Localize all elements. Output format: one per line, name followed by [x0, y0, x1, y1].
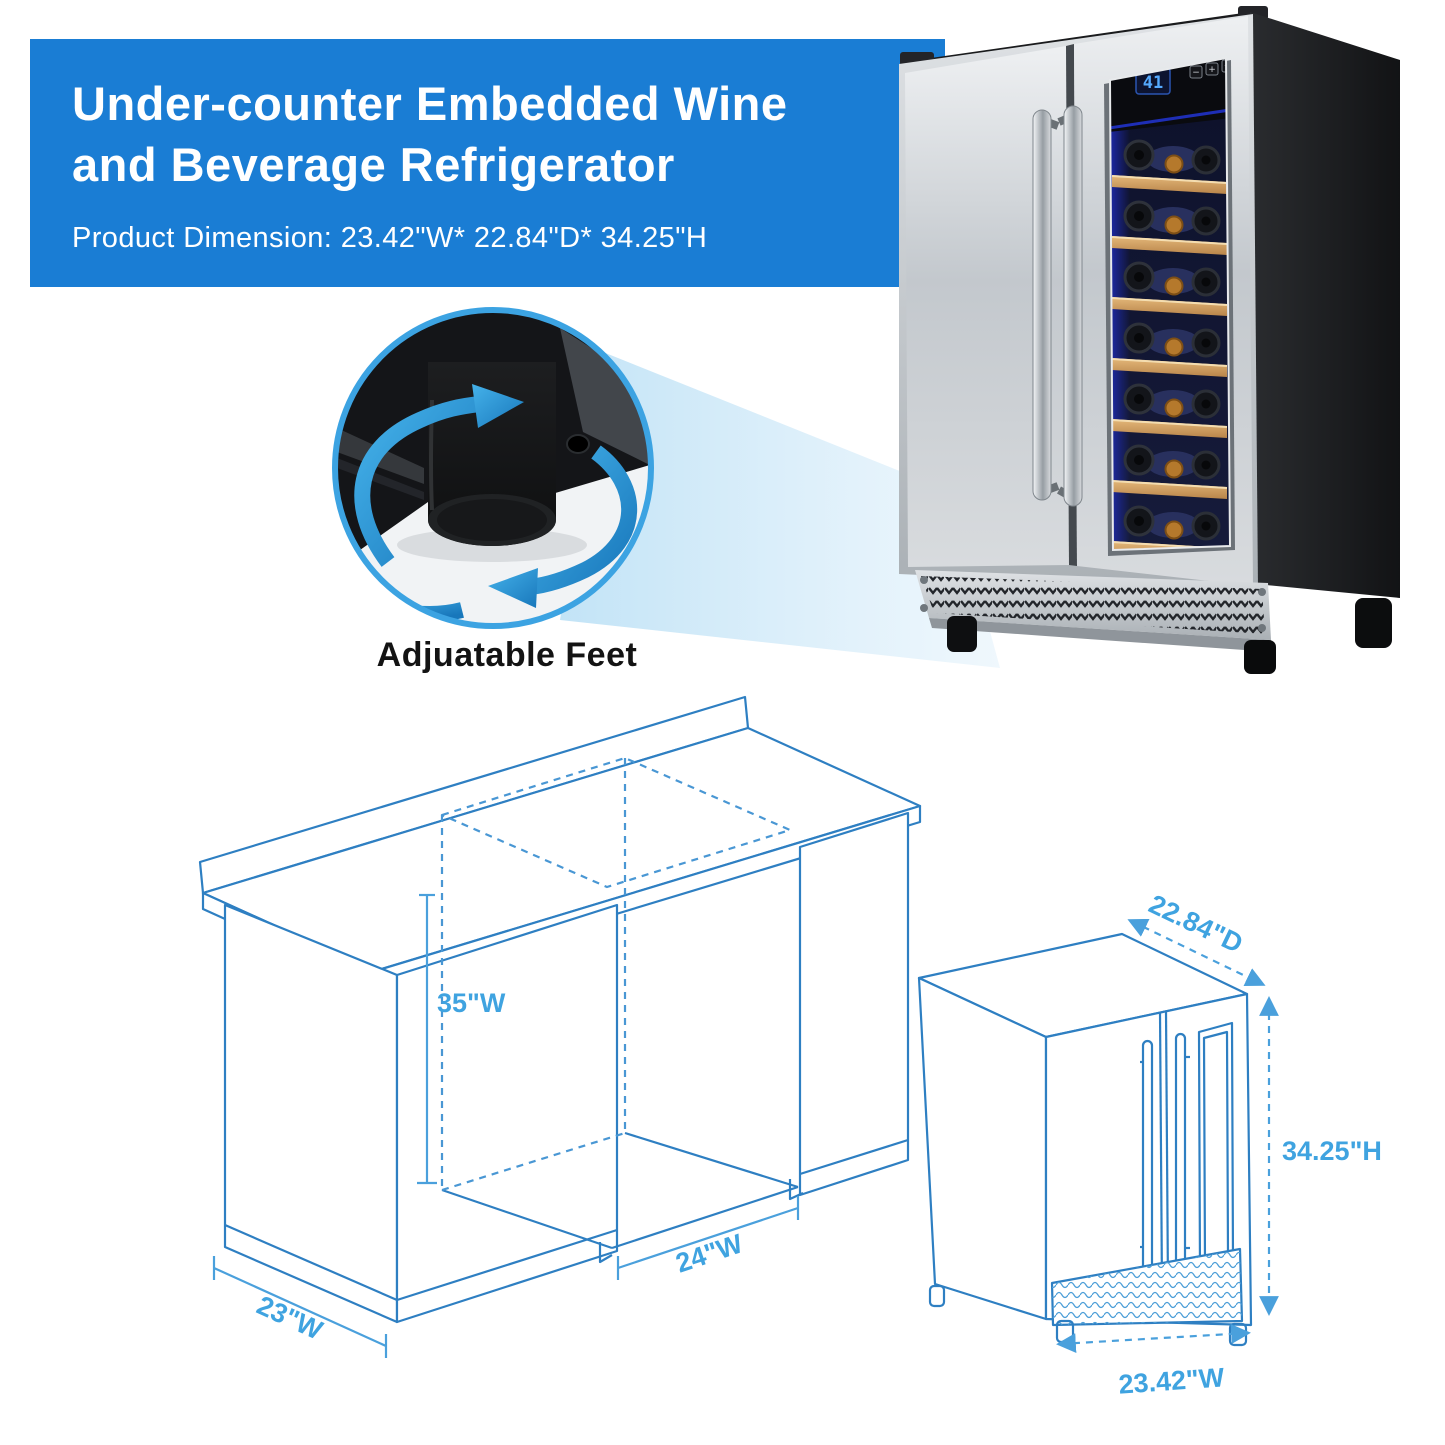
callout-circle [332, 307, 654, 629]
cavity-height-label: 35"W [437, 988, 506, 1018]
cavity-depth-label: 23"W [252, 1290, 327, 1346]
fridge-foot [1244, 640, 1276, 674]
fridge-height-label: 34.25"H [1282, 1136, 1382, 1166]
vent-grille [915, 570, 1272, 652]
fridge-dimension-lines [1056, 918, 1279, 1353]
fridge-dimension-diagram [917, 932, 1253, 1347]
fridge-left-door [905, 46, 1069, 567]
fridge-foot [947, 616, 977, 652]
adjustable-feet-callout [332, 307, 654, 629]
counter-dimension-lines [212, 893, 800, 1358]
callout-beam [560, 352, 1000, 668]
counter-install-diagram [198, 695, 922, 1324]
minus-button-icon: − [1192, 68, 1200, 78]
door-handles [1032, 105, 1083, 507]
banner-title-line1: Under-counter Embedded Wine [72, 77, 788, 130]
banner-title-line2: and Beverage Refrigerator [72, 138, 675, 191]
fridge-depth-label: 22.84"D [1144, 889, 1247, 959]
fridge-width-label: 23.42"W [1118, 1362, 1226, 1399]
screw-hole-icon [566, 434, 590, 454]
fridge-side-panel [1250, 12, 1400, 598]
hidden-cavity-edges [440, 756, 792, 1192]
fridge-foot [1355, 598, 1392, 648]
title-banner: Under-counter Embedded Wine and Beverage… [30, 39, 945, 287]
plus-button-icon: + [1208, 65, 1216, 75]
adjustable-foot-image [428, 362, 556, 546]
product-photo: 41 − + ✳ ⏻ [899, 6, 1400, 674]
cavity-width-label: 24"W [672, 1228, 747, 1278]
temperature-value: 41 [1143, 73, 1163, 93]
banner-subtitle: Product Dimension: 23.42"W* 22.84"D* 34.… [72, 222, 708, 254]
adjustable-feet-label: Adjuatable Feet [376, 636, 638, 674]
